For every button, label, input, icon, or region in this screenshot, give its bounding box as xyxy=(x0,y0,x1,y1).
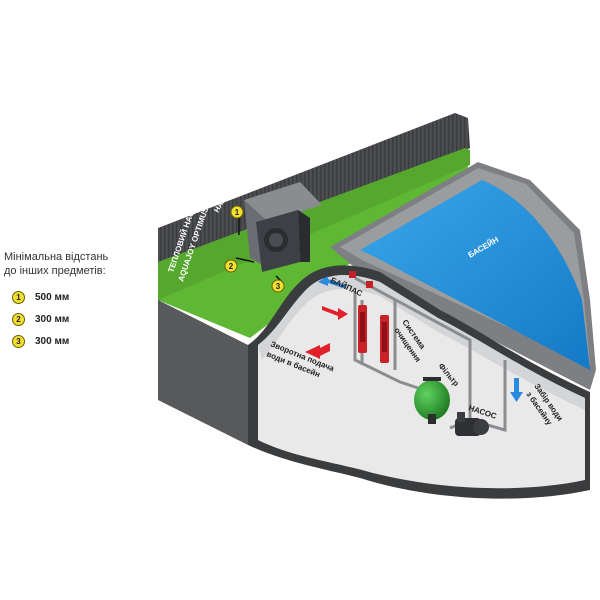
bypass-arrow-blue xyxy=(318,276,346,289)
water-pump xyxy=(455,412,489,436)
distance-marker-1: 1 xyxy=(230,205,244,235)
legend-value-3: 300 мм xyxy=(35,335,70,347)
distance-marker-2: 2 xyxy=(224,257,255,273)
svg-text:1: 1 xyxy=(235,208,240,217)
return-flow-arrow xyxy=(305,343,330,359)
ground-slab-front xyxy=(158,300,248,445)
pool-water xyxy=(360,180,590,370)
distance-legend: Мінімальна відстань до інших предметів: … xyxy=(4,250,154,348)
heat-pump-unit xyxy=(244,182,322,272)
legend-badge-2: 2 xyxy=(12,312,25,326)
bypass-valve-2 xyxy=(366,281,373,288)
distance-marker-3: 3 xyxy=(271,275,285,293)
legend-title-line1: Мінімальна відстань xyxy=(4,251,109,263)
legend-title-line2: до інших предметів: xyxy=(4,265,106,277)
equipment-room-floor xyxy=(258,275,585,489)
sand-filter xyxy=(414,377,450,424)
legend-value-1: 500 мм xyxy=(35,291,70,303)
bypass-arrow-red xyxy=(322,306,348,320)
bypass-valve-1 xyxy=(349,271,356,278)
legend-item-1: 1 500 мм xyxy=(12,290,69,304)
intake-arrow xyxy=(510,378,523,402)
svg-text:2: 2 xyxy=(229,262,234,271)
svg-text:3: 3 xyxy=(276,282,281,291)
legend-badge-3: 3 xyxy=(12,334,25,348)
legend-item-2: 2 300 мм xyxy=(12,312,69,326)
legend-badge-1: 1 xyxy=(12,290,25,304)
legend-value-2: 300 мм xyxy=(35,313,70,325)
legend-item-3: 3 300 мм xyxy=(12,334,69,348)
